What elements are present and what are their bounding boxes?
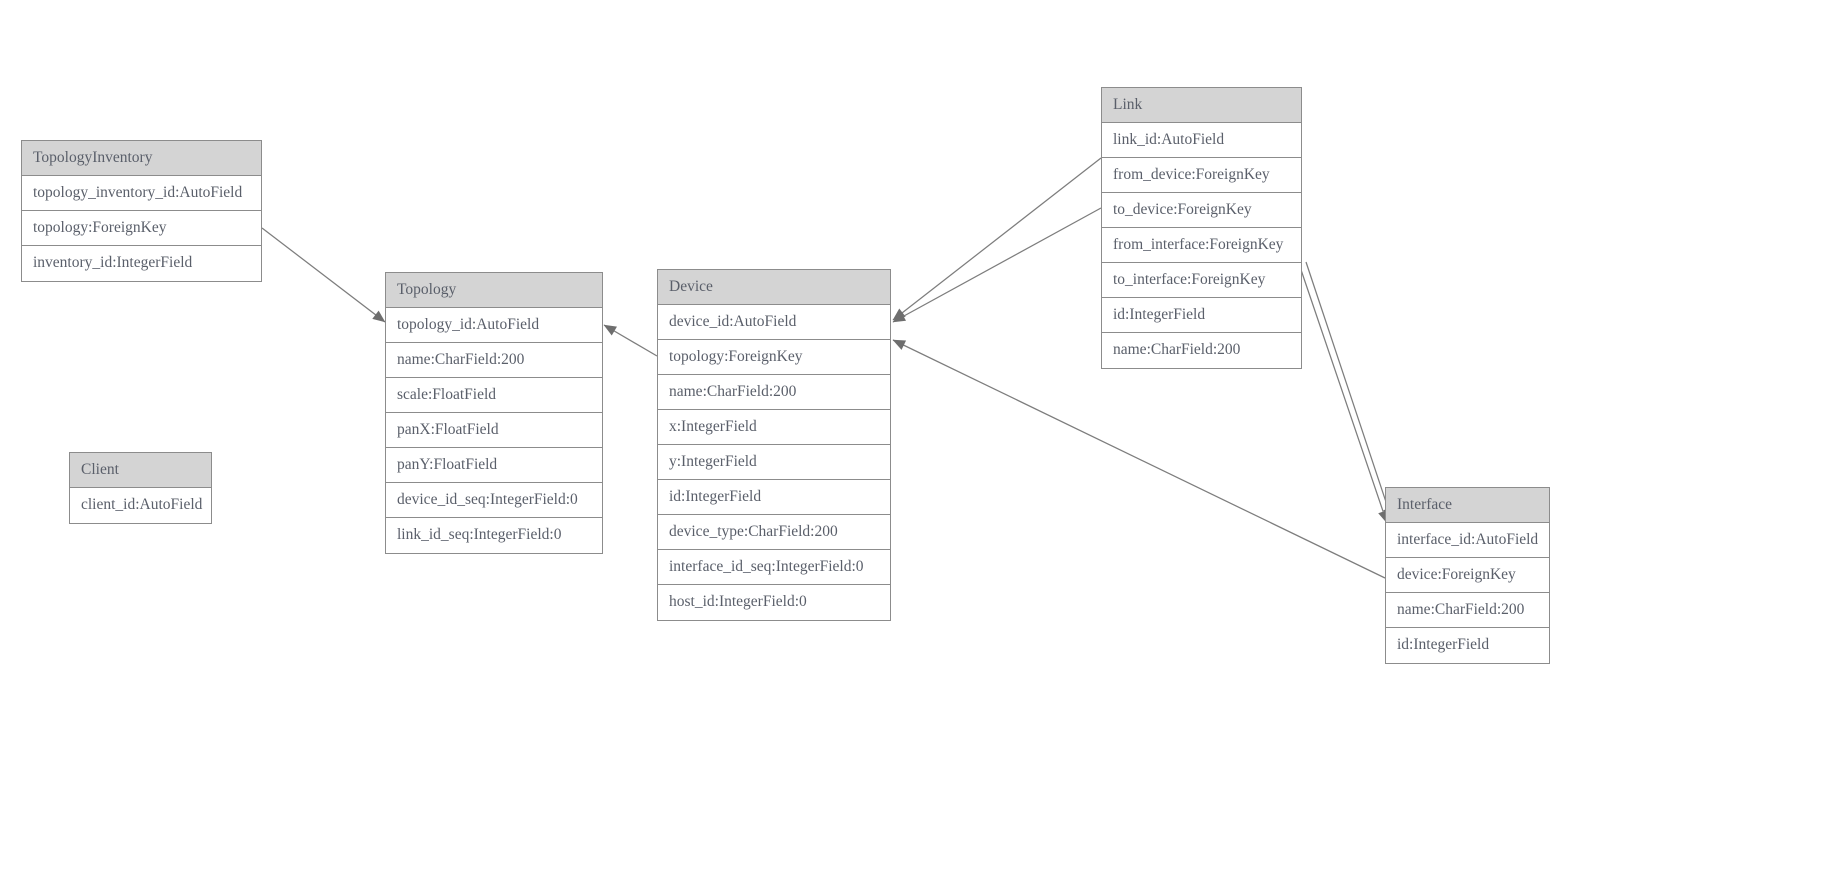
entity-field: from_interface:ForeignKey [1102,228,1301,263]
entity-field: interface_id:AutoField [1386,523,1549,558]
entity-field: name:CharField:200 [386,343,602,378]
entity-field: device:ForeignKey [1386,558,1549,593]
relationship-edge [892,157,1102,321]
entity-field: panY:FloatField [386,448,602,483]
entity-field: name:CharField:200 [1102,333,1301,368]
entity-field: interface_id_seq:IntegerField:0 [658,550,890,585]
entity-field: x:IntegerField [658,410,890,445]
entity-title: TopologyInventory [22,141,261,176]
relationship-edge [1296,257,1389,524]
entity-field: link_id:AutoField [1102,123,1301,158]
entity-interface[interactable]: Interface interface_id:AutoField device:… [1385,487,1550,664]
entity-topology[interactable]: Topology topology_id:AutoField name:Char… [385,272,603,554]
entity-title: Client [70,453,211,488]
entity-title: Link [1102,88,1301,123]
entity-link[interactable]: Link link_id:AutoField from_device:Forei… [1101,87,1302,369]
entity-field: client_id:AutoField [70,488,211,523]
relationship-edge [1305,261,1394,521]
entity-field: device_id:AutoField [658,305,890,340]
entity-field: panX:FloatField [386,413,602,448]
entity-field: id:IntegerField [658,480,890,515]
entity-title: Topology [386,273,602,308]
entity-field: to_interface:ForeignKey [1102,263,1301,298]
entity-field: id:IntegerField [1386,628,1549,663]
entity-field: device_type:CharField:200 [658,515,890,550]
entity-field: topology:ForeignKey [658,340,890,375]
entity-field: name:CharField:200 [1386,593,1549,628]
entity-title: Device [658,270,890,305]
entity-field: link_id_seq:IntegerField:0 [386,518,602,553]
entity-field: from_device:ForeignKey [1102,158,1301,193]
entity-field: topology_inventory_id:AutoField [22,176,261,211]
entity-field: host_id:IntegerField:0 [658,585,890,620]
relationship-edge [261,227,386,323]
entity-client[interactable]: Client client_id:AutoField [69,452,212,524]
entity-field: id:IntegerField [1102,298,1301,333]
entity-topologyinventory[interactable]: TopologyInventory topology_inventory_id:… [21,140,262,282]
entity-field: name:CharField:200 [658,375,890,410]
entity-field: topology:ForeignKey [22,211,261,246]
entity-field: to_device:ForeignKey [1102,193,1301,228]
entity-field: inventory_id:IntegerField [22,246,261,281]
entity-title: Interface [1386,488,1549,523]
entity-field: device_id_seq:IntegerField:0 [386,483,602,518]
entity-field: y:IntegerField [658,445,890,480]
relationship-edge [892,339,1386,579]
entity-device[interactable]: Device device_id:AutoField topology:Fore… [657,269,891,621]
relationship-edge [603,324,658,357]
entity-field: topology_id:AutoField [386,308,602,343]
relationship-edge [892,207,1102,323]
entity-field: scale:FloatField [386,378,602,413]
